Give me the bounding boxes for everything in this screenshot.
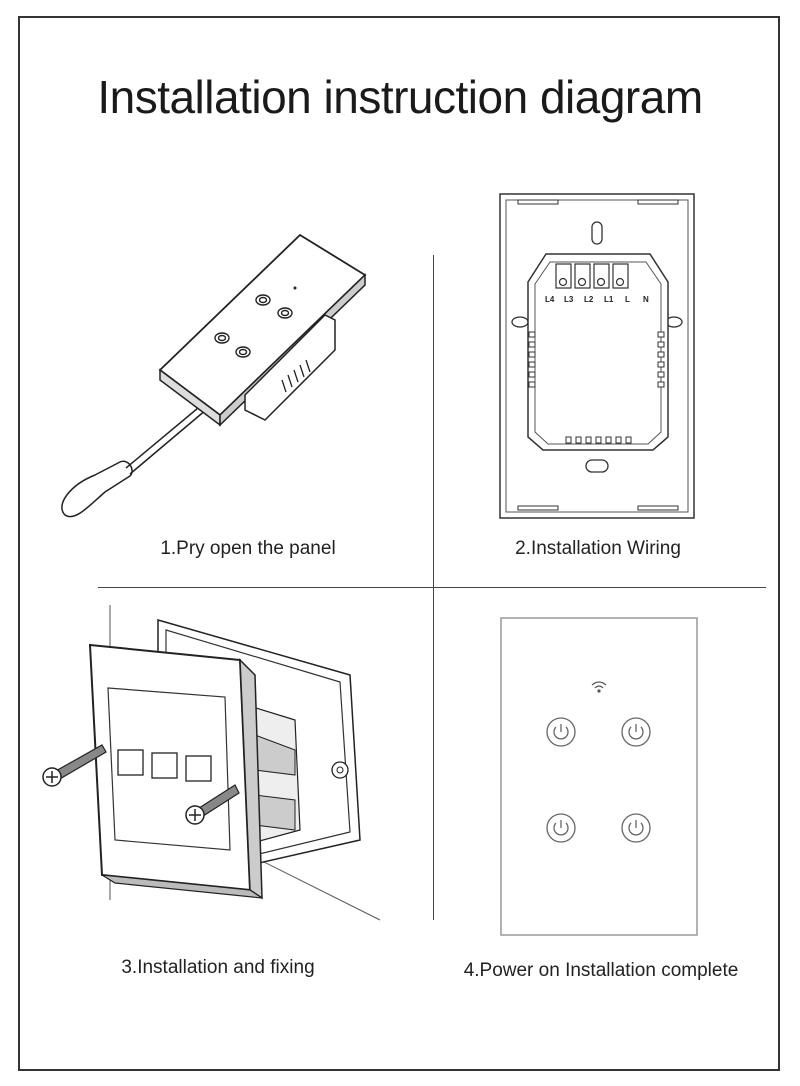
screwdriver-icon	[61, 397, 214, 518]
terminal-label: L4	[545, 295, 555, 304]
step-2-caption: 2.Installation Wiring	[515, 538, 681, 559]
power-on-illustration	[500, 617, 698, 936]
page-title: Installation instruction diagram	[97, 71, 703, 123]
button-icons	[214, 294, 293, 358]
wifi-icon	[591, 681, 607, 693]
terminal-label: N	[643, 295, 649, 304]
power-button-icon[interactable]	[546, 813, 576, 843]
power-button-icon[interactable]	[621, 813, 651, 843]
screw-icon	[42, 744, 107, 787]
outer-frame	[18, 16, 780, 1071]
terminal-label: L2	[584, 295, 594, 304]
power-button-icon[interactable]	[546, 717, 576, 747]
wiring-illustration: L4 L3 L2 L1 L N	[499, 193, 695, 519]
pry-open-illustration	[61, 233, 367, 518]
switch-panel	[158, 233, 367, 427]
step-1-caption: 1.Pry open the panel	[160, 538, 336, 559]
horizontal-divider	[98, 587, 766, 588]
step-3-caption: 3.Installation and fixing	[121, 957, 315, 978]
terminal-label: L3	[564, 295, 574, 304]
step-4-caption: 4.Power on Installation complete	[463, 960, 739, 981]
fixing-illustration	[42, 605, 381, 921]
screw-icon	[185, 784, 240, 825]
power-button-icon[interactable]	[621, 717, 651, 747]
terminal-label: L1	[604, 295, 614, 304]
terminal-label: L	[625, 295, 630, 304]
